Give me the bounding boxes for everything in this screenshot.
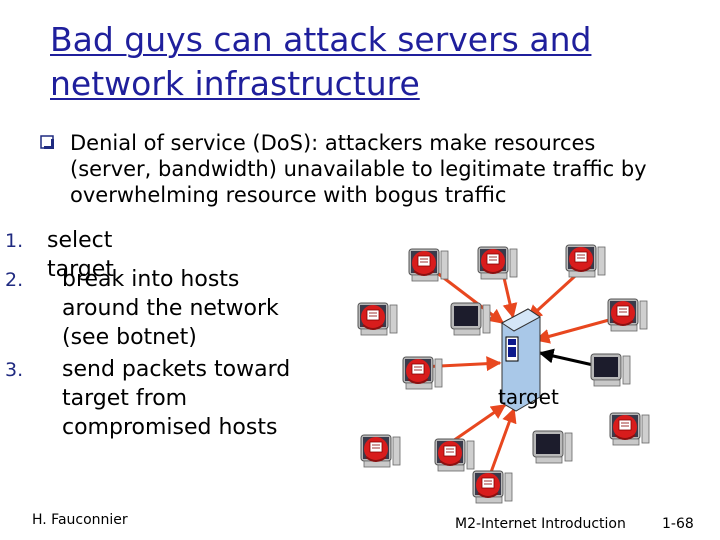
target-server-icon bbox=[501, 308, 541, 412]
step-line: target from bbox=[62, 386, 188, 411]
step-line: around the network bbox=[62, 296, 279, 321]
compromised-host-icon bbox=[607, 298, 648, 332]
compromised-host-icon bbox=[434, 438, 475, 472]
attack-arrow bbox=[534, 315, 621, 344]
footer-author: H. Fauconnier bbox=[32, 512, 128, 528]
step-number: 1. bbox=[5, 230, 24, 252]
footer-page-number: 1-68 bbox=[662, 516, 694, 532]
attack-arrow bbox=[488, 407, 517, 476]
dos-network-diagram bbox=[357, 244, 650, 504]
checkbox-bullet-icon bbox=[40, 135, 54, 149]
target-label: target bbox=[498, 385, 559, 409]
compromised-host-icon bbox=[402, 356, 443, 390]
dos-bullet-text: Denial of service (DoS): attackers make … bbox=[70, 131, 647, 207]
compromised-host-icon bbox=[408, 248, 449, 282]
slide-title: Bad guys can attack servers and network … bbox=[50, 20, 592, 103]
legitimate-host-icon bbox=[532, 430, 573, 464]
compromised-host-icon bbox=[472, 470, 513, 504]
legitimate-host-icon bbox=[450, 302, 491, 336]
step-line: (see botnet) bbox=[62, 325, 197, 350]
step-line: compromised hosts bbox=[62, 415, 278, 440]
step-line: send packets toward bbox=[62, 357, 291, 382]
compromised-host-icon bbox=[609, 412, 650, 446]
compromised-host-icon bbox=[360, 434, 401, 468]
attack-arrow bbox=[449, 403, 507, 445]
step-line: break into hosts bbox=[62, 267, 240, 292]
step-line: select target bbox=[47, 228, 114, 282]
legitimate-host-icon bbox=[590, 353, 631, 387]
footer-course: M2-Internet Introduction bbox=[455, 516, 626, 532]
compromised-host-icon bbox=[357, 302, 398, 336]
compromised-host-icon bbox=[477, 246, 518, 280]
step-number: 3. bbox=[5, 359, 24, 381]
compromised-host-icon bbox=[565, 244, 606, 278]
step-number: 2. bbox=[5, 269, 24, 291]
